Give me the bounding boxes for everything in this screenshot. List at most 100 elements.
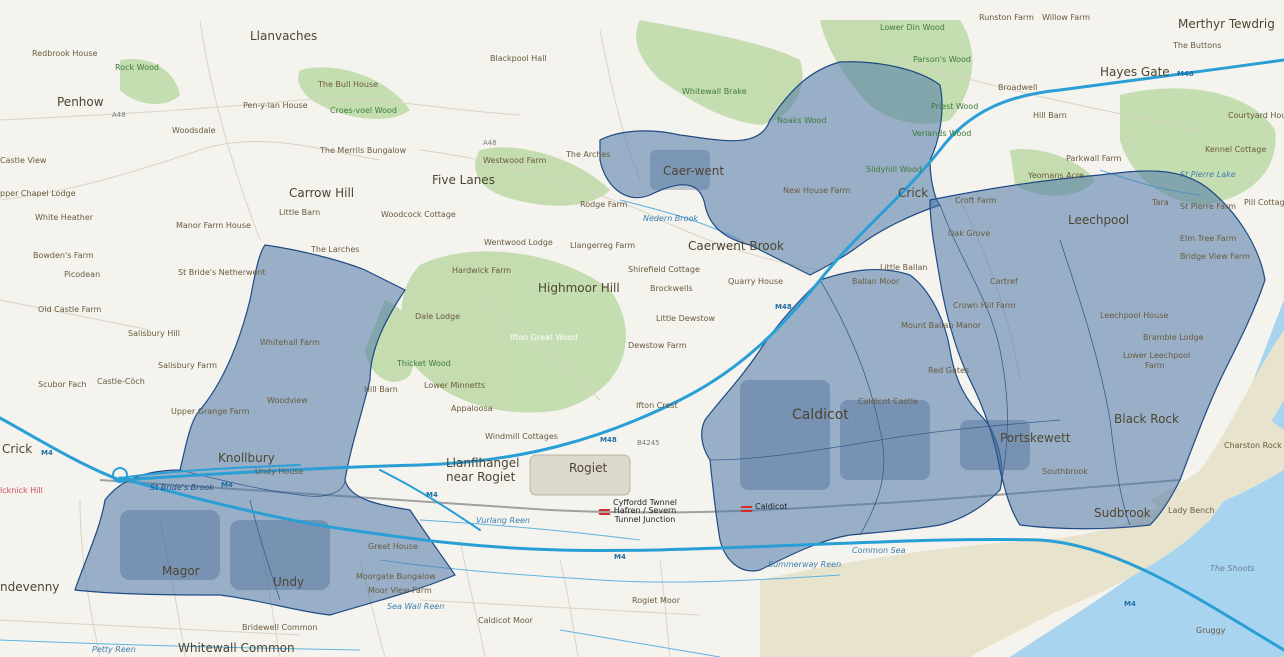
place-label-caldicot-moor: Caldicot Moor	[478, 616, 533, 625]
place-label-crown-hill-farm: Crown Hill Farm	[953, 301, 1016, 310]
town-label-knollbury: Knollbury	[218, 451, 275, 465]
place-label-manor-farm-house: Manor Farm House	[176, 221, 251, 230]
place-label-yeomans-acre: Yeomans Acre	[1028, 171, 1084, 180]
place-label-pen-y-lan-house: Pen-y-lan House	[243, 101, 308, 110]
place-label-the-arches: The Arches	[566, 150, 611, 159]
town-label-hayes-gate: Hayes Gate	[1100, 65, 1170, 79]
place-label-thicket-wood: Thicket Wood	[397, 359, 451, 368]
place-label-the-buttons: The Buttons	[1173, 41, 1222, 50]
place-label-old-castle-farm: Old Castle Farm	[38, 305, 102, 314]
place-label-courtyard-hou: Courtyard Hou	[1228, 111, 1284, 120]
station-severn-tunnel-junction[interactable]: Cyffordd Twnnel Hafren / Severn Tunnel J…	[599, 498, 677, 524]
place-label-leechpool-house: Leechpool House	[1100, 311, 1169, 320]
place-label-bramble-lodge: Bramble Lodge	[1143, 333, 1204, 342]
region-leechpool	[929, 170, 1266, 530]
place-label-lower-minnetts: Lower Minnetts	[424, 381, 486, 390]
place-label-redbrook-house: Redbrook House	[32, 49, 98, 58]
place-label-tara: Tara	[1152, 198, 1169, 207]
place-label-moor-view-farm: Moor View Farm	[368, 586, 432, 595]
m4-spur	[379, 469, 481, 531]
place-label-hardwick-farm: Hardwick Farm	[452, 266, 512, 275]
town-label-undy: Undy	[273, 575, 305, 589]
place-label-willow-farm: Willow Farm	[1042, 13, 1091, 22]
place-label-kennel-cottage: Kennel Cottage	[1205, 145, 1267, 154]
place-label-noaks-wood: Noaks Wood	[777, 116, 827, 125]
place-label-picodean: Picodean	[64, 270, 101, 279]
place-label-pill-cottage: Pill Cottag	[1244, 198, 1284, 207]
place-label-lower-leechpool-1: Lower Leechpool	[1123, 351, 1191, 360]
place-label-castle-view: Castle View	[0, 156, 47, 165]
place-label-woodview: Woodview	[267, 396, 308, 405]
place-label-whitehall-farm: Whitehall Farm	[260, 338, 320, 347]
place-label-ifton-great-wood: Ifton Great Wood	[510, 333, 578, 342]
mudflat-bank	[1150, 420, 1284, 520]
mudflats	[760, 330, 1284, 657]
town-label-llanfihangel-1: Llanfihangel	[446, 456, 520, 470]
place-label-croft-farm: Croft Farm	[955, 196, 997, 205]
town-label-highmoor-hill: Highmoor Hill	[538, 281, 620, 295]
station-label: Cyffordd Twnnel Hafren / Severn Tunnel J…	[613, 498, 677, 524]
place-label-st-pierre-lake: St Pierre Lake	[1180, 170, 1236, 179]
place-label-salisbury-hill: Salisbury Hill	[128, 329, 180, 338]
place-label-windmill-cottages: Windmill Cottages	[485, 432, 558, 441]
road-label-a48-left: A48	[112, 111, 126, 119]
town-label-whitewall-common: Whitewall Common	[178, 641, 295, 655]
place-label-little-dewstow: Little Dewstow	[656, 314, 716, 323]
town-label-crick: Crick	[898, 186, 929, 200]
town-label-undevenny: ndevenny	[0, 580, 60, 594]
place-label-verlands-wood: Verlands Wood	[912, 129, 972, 138]
place-label-woodsdale: Woodsdale	[172, 126, 216, 135]
place-label-the-bull-house: The Bull House	[318, 80, 379, 89]
builtup-caldicot	[120, 380, 1030, 590]
town-label-merthyr-tewdrig: Merthyr Tewdrig	[1178, 17, 1275, 31]
town-label-sudbrook: Sudbrook	[1094, 506, 1151, 520]
place-label-wentwood-lodge: Wentwood Lodge	[484, 238, 553, 247]
place-label-whitewall-brake: Whitewall Brake	[682, 87, 747, 96]
place-label-new-house-farm: New House Farm	[783, 186, 851, 195]
town-label-rogiet: Rogiet	[569, 461, 608, 475]
place-label-little-ballan: Little Ballan	[880, 263, 928, 272]
town-label-llanfihangel-2: near Rogiet	[446, 470, 516, 484]
town-label-leechpool: Leechpool	[1068, 213, 1130, 227]
station-name-line-2: Hafren / Severn	[613, 506, 677, 516]
place-label-roggiet-moor: Rogiet Moor	[632, 596, 680, 605]
m48-link	[119, 464, 301, 479]
railway-station-icon	[741, 505, 752, 513]
place-label-charston-rock: Charston Rock	[1224, 441, 1282, 450]
place-label-bowdens-farm: Bowden's Farm	[33, 251, 94, 260]
motorways	[0, 58, 1284, 652]
place-label-broadwell: Broadwell	[998, 83, 1038, 92]
place-label-woodcock-cottage: Woodcock Cottage	[381, 210, 456, 219]
station-caldicot[interactable]: Caldicot	[741, 502, 788, 513]
place-label-ifton-crest: Ifton Crest	[636, 401, 678, 410]
severn-estuary	[1010, 300, 1284, 657]
station-label: Caldicot	[755, 502, 788, 511]
place-label-bridewell-common: Bridewell Common	[242, 623, 318, 632]
place-label-rock-wood: Rock Wood	[115, 63, 159, 72]
road-label-m4-left: M4	[41, 449, 53, 457]
place-label-runston-farm: Runston Farm	[979, 13, 1034, 22]
place-label-cartref: Cartref	[990, 277, 1018, 286]
town-label-penhow: Penhow	[57, 95, 104, 109]
place-label-ballan-moor: Ballan Moor	[852, 277, 900, 286]
water-label-st-brides-brook: St Bride's Brook	[150, 483, 214, 492]
place-label-white-heather: White Heather	[35, 213, 94, 222]
town-label-caerwent: Caer-went	[663, 164, 725, 178]
place-label-blackpool-hall: Blackpool Hall	[490, 54, 547, 63]
junction-roundabout	[112, 467, 128, 483]
place-label-bridge-view-farm: Bridge View Farm	[1180, 252, 1250, 261]
place-label-blackrock-hill: lcknick Hill	[0, 486, 43, 495]
place-label-parsons-wood: Parson's Wood	[913, 55, 972, 64]
road-label-a48-mid: A48	[483, 139, 497, 147]
place-label-elm-tree-farm: Elm Tree Farm	[1180, 234, 1237, 243]
place-label-shirefield-cottage: Shirefield Cottage	[628, 265, 700, 274]
place-label-lady-bench: Lady Bench	[1168, 506, 1215, 515]
place-label-undy-house: Undy House	[255, 467, 304, 476]
place-label-hill-barn: Hill Barn	[364, 385, 398, 394]
place-label-southbrook: Southbrook	[1042, 467, 1088, 476]
road-label-m4-mid: M4	[221, 481, 233, 489]
town-label-black-rock: Black Rock	[1114, 412, 1179, 426]
place-label-mount-ballan-manor: Mount Ballan Manor	[901, 321, 982, 330]
